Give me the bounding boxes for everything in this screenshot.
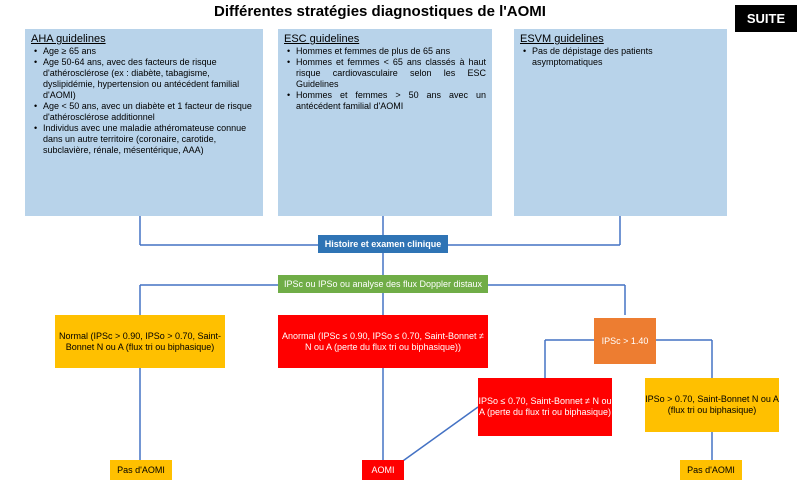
esc-guidelines-title: ESC guidelines	[284, 33, 360, 45]
esc-item: Hommes et femmes > 50 ans avec un antécé…	[284, 90, 486, 112]
esvm-guidelines-box: ESVM guidelines Pas de dépistage des pat…	[514, 29, 727, 216]
esvm-guidelines-title: ESVM guidelines	[520, 33, 604, 45]
esc-item: Hommes et femmes de plus de 65 ans	[284, 46, 486, 57]
aha-item: Individus avec une maladie athéromateuse…	[31, 123, 257, 156]
aha-item: Age ≥ 65 ans	[31, 46, 257, 57]
ipsc-node: IPSc ou IPSo ou analyse des flux Doppler…	[278, 275, 488, 293]
aha-guidelines-list: Age ≥ 65 ans Age 50-64 ans, avec des fac…	[31, 46, 257, 156]
esc-item: Hommes et femmes < 65 ans classés à haut…	[284, 57, 486, 90]
esvm-item: Pas de dépistage des patients asymptomat…	[520, 46, 721, 68]
histoire-node: Histoire et examen clinique	[318, 235, 448, 253]
connector-ipso-low-aomi	[399, 406, 479, 464]
ipso-high-node: IPSo > 0.70, Saint-Bonnet N ou A (flux t…	[645, 378, 779, 432]
normal-node: Normal (IPSc > 0.90, IPSo > 0.70, Saint-…	[55, 315, 225, 368]
suite-badge: SUITE	[735, 5, 797, 32]
aha-item: Age < 50 ans, avec un diabète et 1 facte…	[31, 101, 257, 123]
aha-guidelines-title: AHA guidelines	[31, 33, 106, 45]
anormal-node: Anormal (IPSc ≤ 0.90, IPSo ≤ 0.70, Saint…	[278, 315, 488, 368]
pas-aomi-right-node: Pas d'AOMI	[680, 460, 742, 480]
pas-aomi-left-node: Pas d'AOMI	[110, 460, 172, 480]
page-title: Différentes stratégies diagnostiques de …	[214, 3, 546, 20]
ipsc-high-node: IPSc > 1.40	[594, 318, 656, 364]
aomi-node: AOMI	[362, 460, 404, 480]
ipso-low-node: IPSo ≤ 0.70, Saint-Bonnet ≠ N ou A (pert…	[478, 378, 612, 436]
aha-guidelines-box: AHA guidelines Age ≥ 65 ans Age 50-64 an…	[25, 29, 263, 216]
esvm-guidelines-list: Pas de dépistage des patients asymptomat…	[520, 46, 721, 68]
aha-item: Age 50-64 ans, avec des facteurs de risq…	[31, 57, 257, 101]
esc-guidelines-list: Hommes et femmes de plus de 65 ans Homme…	[284, 46, 486, 112]
esc-guidelines-box: ESC guidelines Hommes et femmes de plus …	[278, 29, 492, 216]
